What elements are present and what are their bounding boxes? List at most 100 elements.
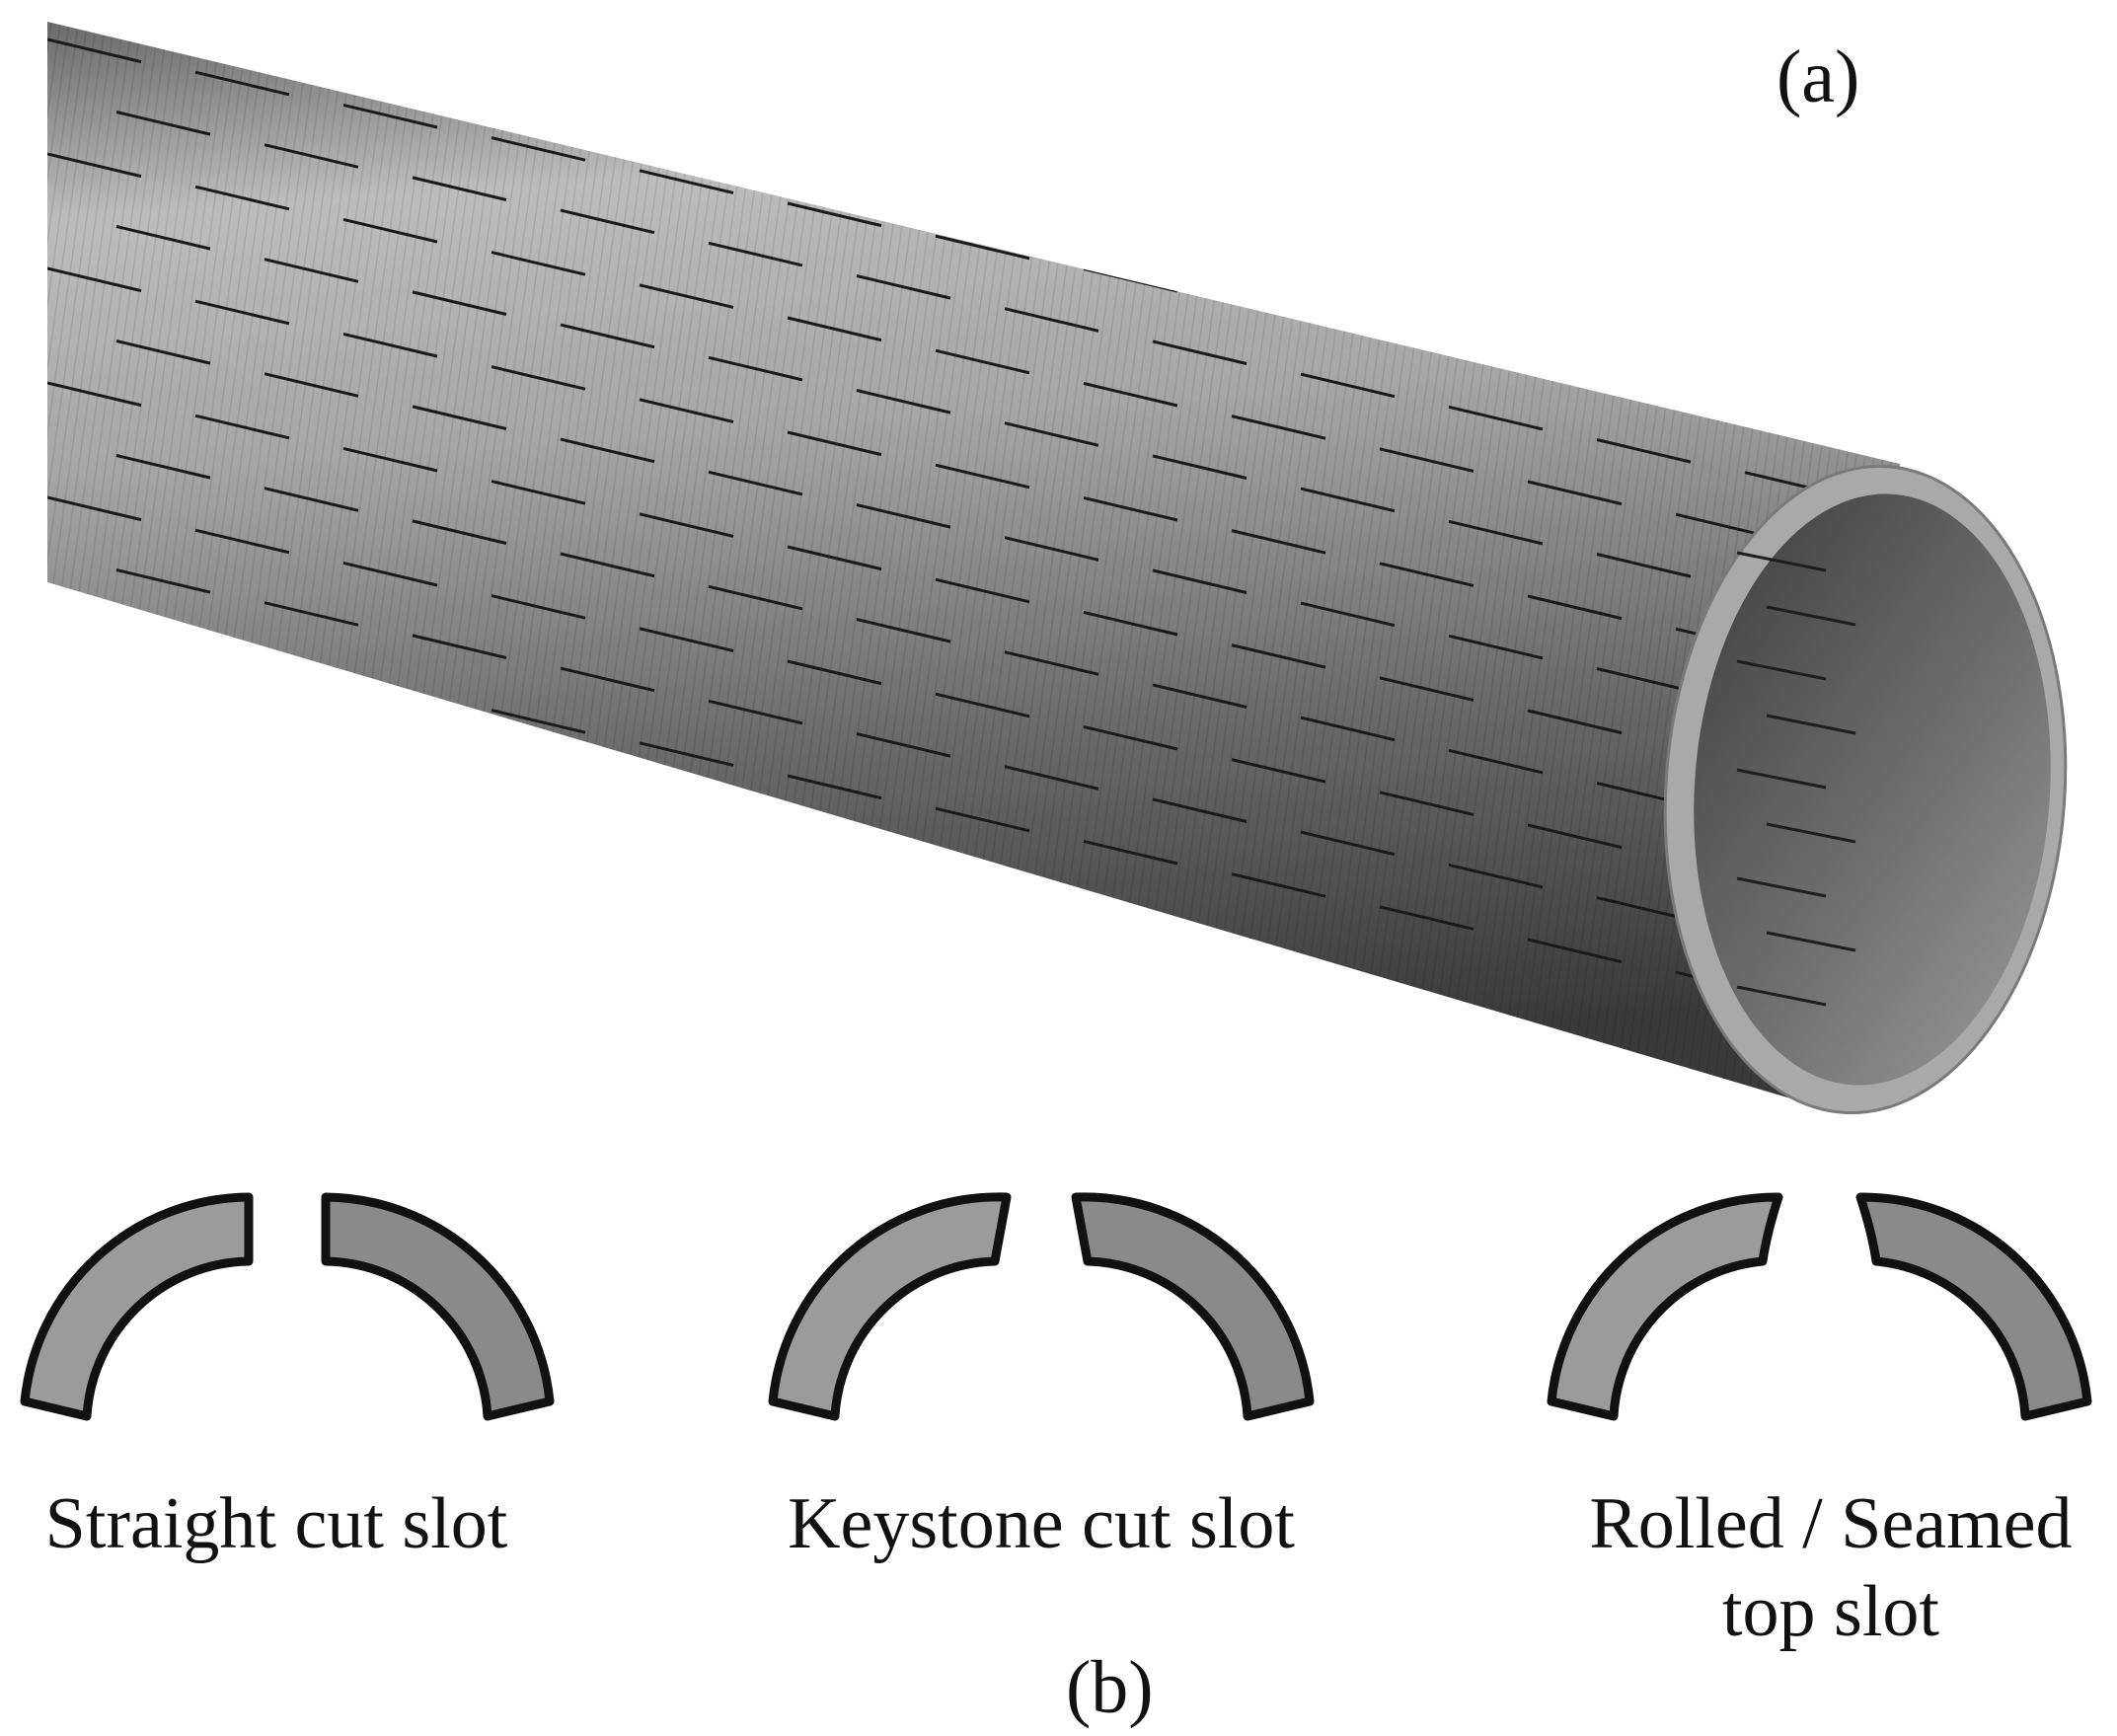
slot-dash xyxy=(1300,372,1396,399)
slot-dash xyxy=(115,111,211,136)
inner-slot-dash xyxy=(1766,605,1856,627)
slot-dash xyxy=(47,38,142,64)
straight-cut-slot-diagram xyxy=(20,1192,555,1421)
slot-dash xyxy=(342,561,438,587)
inner-slot-dash xyxy=(1736,659,1827,681)
slot-dash xyxy=(935,692,1030,718)
slot-dash xyxy=(1379,905,1474,931)
slot-dash xyxy=(560,208,655,235)
slot-cross-sections xyxy=(20,1192,2092,1421)
panel-b-label: (b) xyxy=(1066,1646,1154,1729)
slot-dash xyxy=(1083,495,1178,522)
slot-dash xyxy=(264,258,359,283)
slot-dash xyxy=(1152,454,1248,480)
slot-dash xyxy=(194,414,290,440)
inner-slot-dash xyxy=(1736,768,1827,790)
straight-left-segment xyxy=(20,1192,254,1421)
slot-dash xyxy=(47,610,142,637)
inner-slot-dash xyxy=(1766,714,1856,735)
slot-dash xyxy=(1004,307,1099,333)
slot-dash xyxy=(194,528,290,555)
slot-dash xyxy=(342,332,438,358)
slot-dash xyxy=(560,552,655,578)
inner-slot-dash xyxy=(1736,551,1827,572)
slot-dash xyxy=(115,568,211,594)
slot-dash xyxy=(491,136,586,162)
slot-dash xyxy=(1300,830,1396,857)
slot-dash xyxy=(342,103,438,129)
slot-dash xyxy=(1231,415,1326,440)
slot-dash xyxy=(1527,709,1623,735)
slotted-pipe-illustration xyxy=(47,22,2068,1115)
slot-dash xyxy=(342,446,438,473)
keystone-right-segment xyxy=(1071,1192,1315,1421)
slot-dash xyxy=(708,470,803,496)
slot-dash xyxy=(491,709,586,734)
slot-dash xyxy=(708,241,803,267)
slot-dash xyxy=(1231,872,1326,898)
slot-dash xyxy=(264,601,359,627)
slot-dash xyxy=(935,806,1030,833)
slot-dash xyxy=(1152,797,1248,823)
inner-slot-dash xyxy=(1736,985,1827,1007)
slot-dash xyxy=(491,365,586,391)
slot-dash xyxy=(639,512,734,538)
slot-dash xyxy=(1231,643,1326,669)
slot-dash xyxy=(639,627,734,652)
slot-dash xyxy=(1152,568,1248,594)
inner-slot-pattern xyxy=(1736,551,1856,1007)
panel-a-label: (a) xyxy=(1777,36,1860,118)
slot-dash xyxy=(787,316,882,342)
slot-caption-straight: Straight cut slot xyxy=(10,1480,543,1568)
slot-dash xyxy=(856,732,951,758)
keystone-cut-slot-diagram xyxy=(768,1192,1315,1421)
slot-dash xyxy=(560,437,655,464)
slot-dash xyxy=(412,405,507,430)
slot-dash xyxy=(639,169,734,194)
slot-dash xyxy=(264,487,359,512)
slot-dash xyxy=(1083,381,1178,408)
slot-dash xyxy=(560,323,655,349)
rolled-left-segment xyxy=(1547,1192,1783,1421)
slot-dash xyxy=(47,152,142,179)
slot-dash xyxy=(264,372,359,398)
slot-dash xyxy=(708,699,803,725)
straight-right-segment xyxy=(321,1192,555,1421)
slot-dash xyxy=(1596,667,1692,693)
slot-dash xyxy=(708,584,803,611)
slot-dash xyxy=(1448,405,1544,431)
slot-dash xyxy=(491,594,586,620)
slot-dash xyxy=(412,290,507,316)
slot-dash xyxy=(1379,791,1474,816)
slot-dash xyxy=(1083,610,1178,637)
slot-dash xyxy=(1527,938,1623,964)
slot-dash xyxy=(1527,594,1623,621)
slot-dash xyxy=(1379,562,1474,587)
slot-dash xyxy=(787,201,882,228)
slot-dash xyxy=(935,577,1030,604)
slot-dash xyxy=(1448,519,1544,546)
inner-slot-dash xyxy=(1736,876,1827,898)
rolled-right-segment xyxy=(1855,1192,2092,1421)
slot-dash xyxy=(412,176,507,201)
slot-dash xyxy=(935,348,1030,375)
slot-dash xyxy=(560,666,655,693)
slot-dash xyxy=(856,389,951,415)
slot-dash xyxy=(1004,765,1099,791)
slot-dash xyxy=(1004,536,1099,562)
slot-dash xyxy=(787,545,882,571)
slot-dash xyxy=(856,274,951,300)
slot-caption-line1: Rolled / Seamed xyxy=(1589,1483,2073,1564)
slot-dash xyxy=(1448,863,1544,889)
rolled-seamed-top-slot-diagram xyxy=(1547,1192,2092,1421)
slot-dash xyxy=(856,618,951,643)
slot-dash xyxy=(115,454,211,480)
slot-dash xyxy=(194,70,290,97)
slot-dash xyxy=(1300,487,1396,513)
slot-dash xyxy=(1596,553,1692,578)
slot-dash xyxy=(1231,529,1326,555)
slot-dash xyxy=(639,741,734,767)
slot-dash xyxy=(1083,724,1178,751)
slot-dash xyxy=(1448,634,1544,660)
slot-dash xyxy=(342,217,438,244)
